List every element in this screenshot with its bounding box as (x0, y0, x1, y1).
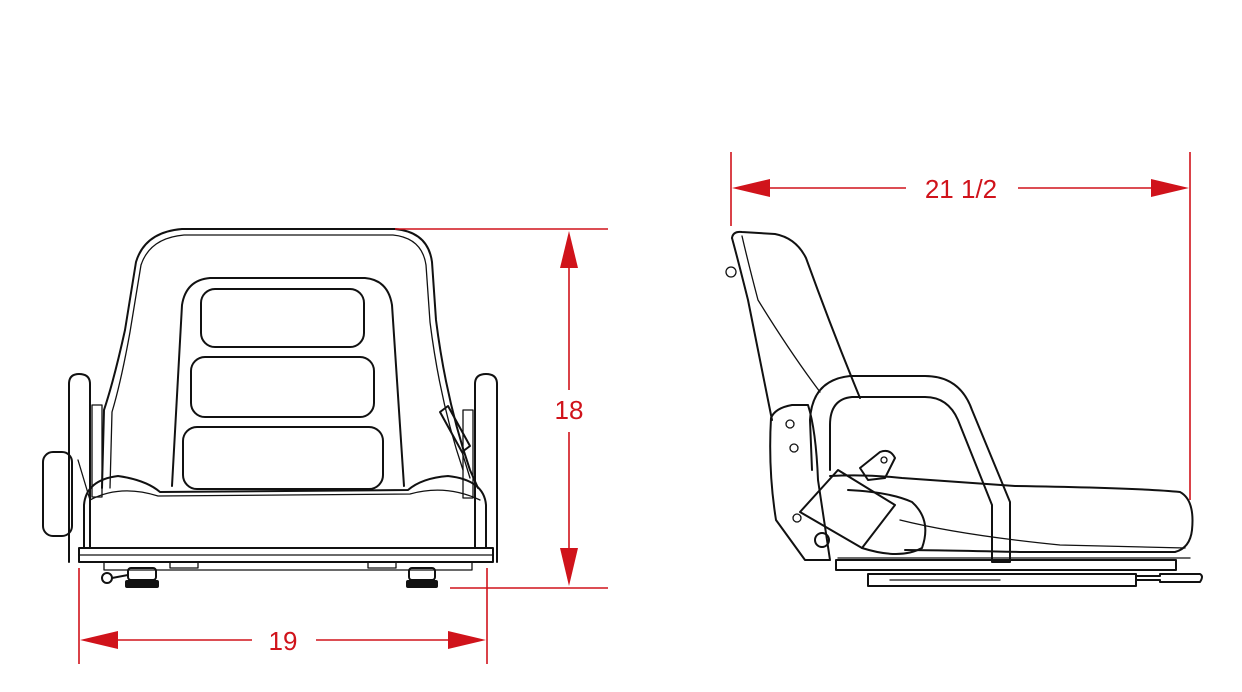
dim-depth-arrow-left (732, 179, 770, 197)
front-foot-left-base (125, 580, 159, 588)
side-seat-cushion (829, 474, 1194, 553)
side-hinge-plate (769, 404, 831, 561)
front-back-cushion-bottom (182, 426, 384, 490)
seat-side-view (725, 230, 1203, 587)
side-backrest-knob (725, 266, 737, 278)
front-backrest-inner-edge (109, 234, 464, 489)
seat-front-view (42, 228, 498, 588)
front-lever-knob (101, 572, 113, 584)
side-seat-seam (899, 519, 1186, 549)
dim-depth-label: 21 1/2 (925, 174, 997, 204)
front-foot-right-base (406, 580, 438, 588)
front-back-cushion-middle (190, 356, 375, 418)
front-lever (111, 574, 129, 579)
front-hinge-left (91, 404, 103, 498)
front-slider-block-left (169, 561, 199, 569)
dimension-side-depth: 21 1/2 (730, 152, 1191, 500)
dim-width-arrow-left (80, 631, 118, 649)
front-seat-cushion-seam (89, 489, 481, 501)
dimension-front-width: 19 (78, 568, 488, 664)
front-armrest-left-pad (42, 451, 73, 537)
dim-depth-arrow-right (1151, 179, 1189, 197)
front-slider-bar (103, 561, 473, 571)
front-armrest-right (474, 373, 498, 563)
side-slider-upper (835, 559, 1177, 571)
side-backrest-inner (741, 235, 821, 393)
dim-height-label: 18 (555, 395, 584, 425)
side-belt-retractor (799, 469, 896, 549)
side-belt-buckle-slot (880, 456, 888, 464)
front-armrest-left (68, 373, 91, 563)
front-belt-strap (461, 451, 471, 479)
side-backrest-rear (731, 237, 773, 421)
side-hinge-bolt-3 (792, 513, 802, 523)
dim-width-arrow-right (448, 631, 486, 649)
front-backrest-frame (171, 277, 405, 487)
front-backrest-shell (101, 228, 479, 489)
front-slider-block-right (367, 561, 397, 569)
front-seat-cushion (83, 475, 487, 549)
side-slider-handle (1135, 573, 1203, 583)
dim-height-arrow-top (560, 231, 578, 268)
side-hinge-bolt-2 (789, 443, 799, 453)
side-armrest-loop (809, 375, 1011, 563)
front-belt-buckle (439, 405, 471, 453)
dim-width-label: 19 (269, 626, 298, 656)
dim-height-arrow-bottom (560, 548, 578, 586)
side-hinge-bolt-1 (785, 419, 795, 429)
side-belt-housing (847, 489, 927, 555)
side-belt-buckle (859, 449, 896, 481)
side-hinge-pivot (814, 532, 830, 548)
front-hinge-left-detail (77, 459, 91, 501)
dimension-front-height: 18 (395, 228, 608, 589)
side-backrest (731, 230, 861, 399)
front-back-cushion-top (200, 288, 365, 348)
